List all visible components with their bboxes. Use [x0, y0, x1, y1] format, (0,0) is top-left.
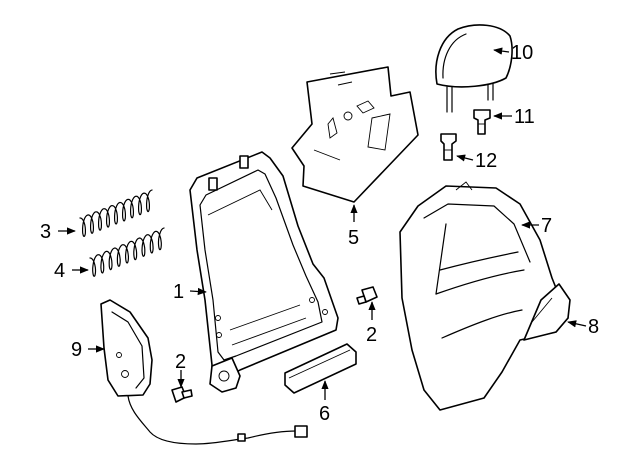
headrest-guide-part[interactable] [473, 109, 491, 135]
seat-back-frame-part[interactable] [189, 151, 339, 393]
callout-6: 6 [319, 403, 330, 425]
callout-8: 8 [588, 316, 599, 338]
headrest-guide-locking-part[interactable] [440, 133, 457, 161]
trim-panel-part[interactable] [284, 343, 357, 394]
headrest-part[interactable] [435, 24, 513, 113]
callout-2-right: 2 [366, 324, 377, 346]
callout-12: 12 [475, 150, 497, 172]
seat-back-panel-rear-part[interactable] [523, 283, 571, 341]
callout-4: 4 [54, 260, 65, 282]
spring-lower-part[interactable] [89, 227, 165, 277]
callout-9: 9 [71, 339, 82, 361]
callout-11: 11 [514, 106, 535, 128]
seat-back-cover-part[interactable] [399, 181, 569, 411]
seat-back-panel-part[interactable] [291, 66, 419, 203]
callout-3: 3 [40, 221, 51, 243]
callout-labels: 10 11 12 5 7 8 1 2 2 6 9 3 4 [40, 42, 599, 425]
side-airbag-module-part[interactable] [100, 299, 308, 445]
spring-upper-part[interactable] [79, 189, 153, 237]
callout-7: 7 [541, 215, 552, 237]
callout-5: 5 [348, 227, 359, 249]
callout-1: 1 [173, 281, 184, 303]
leader-lines [58, 47, 587, 400]
bolt-right-part[interactable] [356, 286, 378, 305]
callout-2-left: 2 [175, 351, 186, 373]
callout-10: 10 [511, 42, 533, 64]
bolt-left-part[interactable] [171, 386, 193, 403]
